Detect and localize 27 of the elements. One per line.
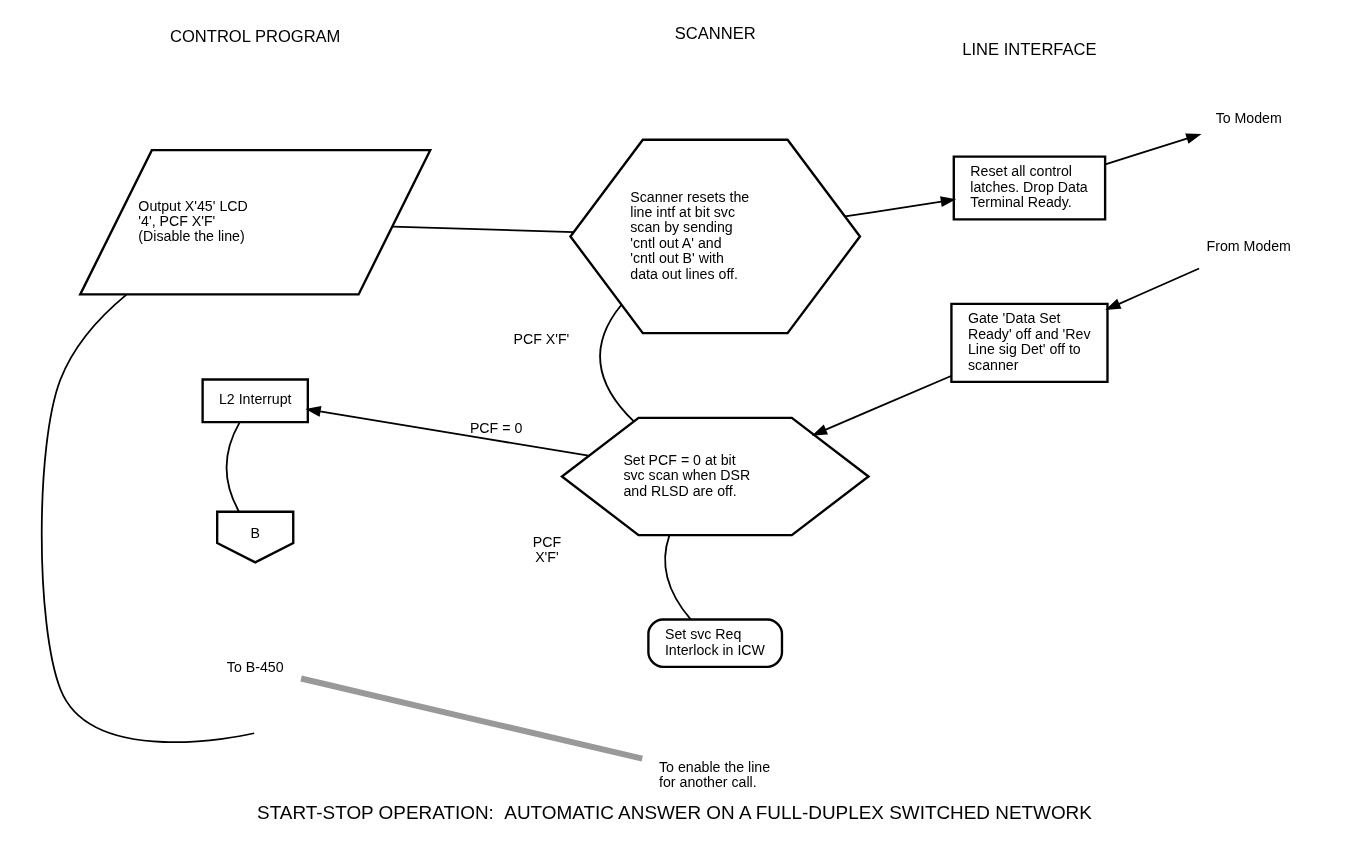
node-box: L2 Interrupt xyxy=(201,378,309,424)
node-box: Set svc Req Interlock in ICW xyxy=(647,618,784,668)
label: LINE INTERFACE xyxy=(962,40,1097,60)
arrow xyxy=(305,406,590,457)
label: CONTROL PROGRAM xyxy=(170,27,341,47)
label: SCANNER xyxy=(674,23,756,43)
node-text: To B-450 xyxy=(226,658,284,675)
arrow xyxy=(1105,267,1200,310)
edge-label: PCF = 0 xyxy=(469,420,523,437)
arrow xyxy=(844,196,957,218)
node-label: PCF xyxy=(532,533,562,550)
connector xyxy=(599,304,635,423)
node-text: To enable the line for another call. xyxy=(659,758,771,790)
node-box: Reset all control latches. Drop Data Terminal Ready. xyxy=(952,155,1107,221)
connector xyxy=(225,421,241,513)
caption: START-STOP OPERATION: AUTOMATIC ANSWER ON A FULL-DUPLEX SWITCHED NETWORK xyxy=(257,802,1092,824)
node-box: Gate 'Data Set Ready' off and 'Rev Line sig Det' off to scanner xyxy=(950,302,1109,384)
node-text: To Modem xyxy=(1215,110,1282,127)
node-label: X'F' xyxy=(535,549,559,566)
connector xyxy=(40,293,256,743)
arrow xyxy=(811,375,952,436)
connector xyxy=(664,534,692,621)
node-label: PCF X'F' xyxy=(513,331,570,348)
connector xyxy=(391,225,575,233)
node-text: From Modem xyxy=(1206,237,1291,254)
arrow xyxy=(1104,133,1202,166)
connector xyxy=(300,675,643,762)
